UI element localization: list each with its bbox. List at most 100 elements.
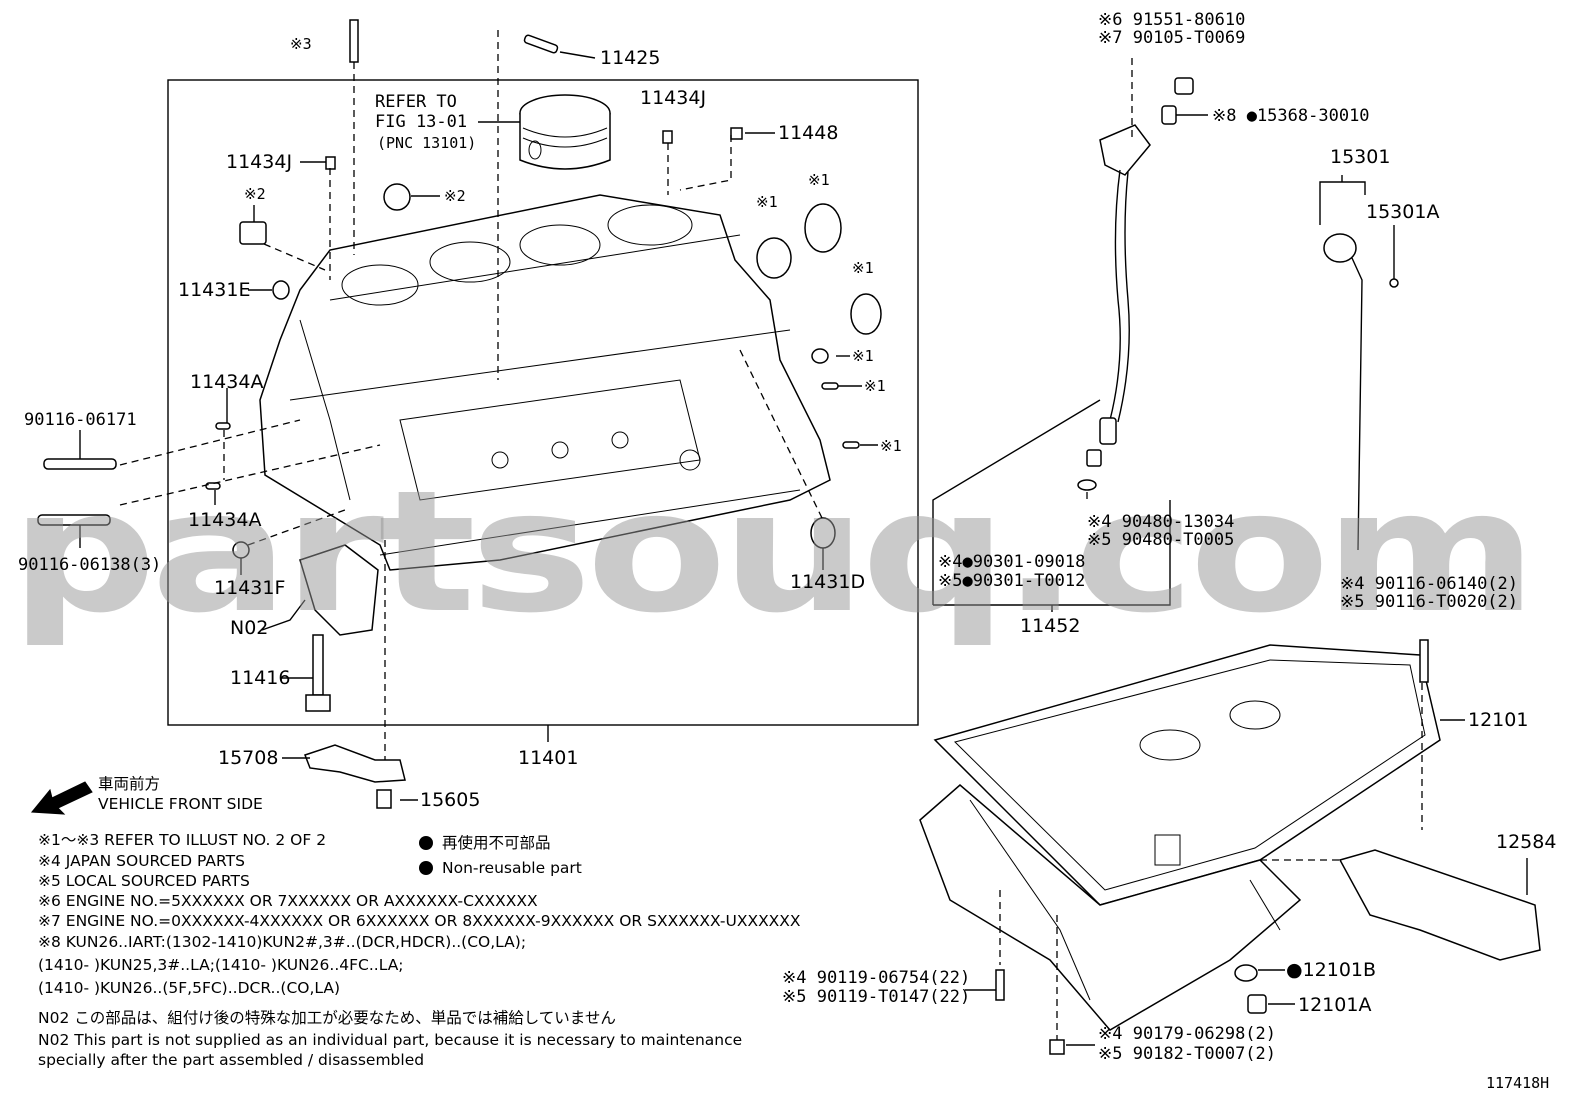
callout-90119-T0147[interactable]: ※5 90119-T0147(22) [782, 987, 971, 1007]
plug-1c [850, 293, 882, 335]
leader-lines [79, 51, 1528, 1046]
callout-90116-06171[interactable]: 90116-06171 [24, 410, 137, 430]
callout-90480-13034[interactable]: ※4 90480-13034 [1087, 512, 1235, 532]
note-line: ※4 JAPAN SOURCED PARTS [38, 852, 245, 870]
dipstick [1323, 233, 1399, 551]
callout-90480-T0005[interactable]: ※5 90480-T0005 [1087, 530, 1235, 550]
callout-15301A[interactable]: 15301A [1366, 201, 1440, 223]
callout-90119-06754[interactable]: ※4 90119-06754(22) [782, 968, 971, 988]
vehicle-front-arrow [30, 781, 93, 815]
pin-11434J-left [325, 156, 336, 170]
bolt-15605 [376, 789, 392, 809]
callout-11431D[interactable]: 11431D [790, 571, 866, 593]
bolt-91551 [1174, 77, 1194, 95]
ref-mark-1c: ※1 [852, 259, 874, 277]
plug-1d [811, 348, 829, 364]
pin-11434J-top [662, 130, 673, 144]
stud-11425 [523, 34, 559, 54]
callout-15301[interactable]: 15301 [1330, 146, 1391, 168]
pin-11434A-top [215, 422, 231, 430]
callout-11434J-left[interactable]: 11434J [226, 151, 293, 173]
dipstick-guide [1099, 124, 1151, 445]
callout-90301-09018[interactable]: ※4●90301-09018 [938, 552, 1086, 572]
callout-11401[interactable]: 11401 [518, 747, 579, 769]
callout-12101B[interactable]: ●12101B [1286, 959, 1377, 981]
ring-11431F [232, 541, 250, 559]
engine-block-frame [167, 79, 919, 726]
note-line: N02 この部品は、組付け後の特殊な加工が必要なため、単品では補給していません [38, 1009, 616, 1027]
plug-1b [804, 203, 842, 253]
callout-11425[interactable]: 11425 [600, 47, 661, 69]
piston-illustration [519, 94, 611, 170]
callout-91551-80610[interactable]: ※6 91551-80610 [1098, 10, 1246, 30]
oring-90301 [1077, 479, 1097, 491]
callout-90179-06298[interactable]: ※4 90179-06298(2) [1098, 1024, 1277, 1044]
sensor-part [239, 221, 267, 245]
ref-mark-1f: ※1 [880, 437, 902, 455]
callout-90105-T0069[interactable]: ※7 90105-T0069 [1098, 28, 1246, 48]
callout-11431E[interactable]: 11431E [178, 279, 251, 301]
callout-90301-T0012[interactable]: ※5●90301-T0012 [938, 571, 1086, 591]
note-line: ※6 ENGINE NO.=5XXXXXX OR 7XXXXXX OR AXXX… [38, 892, 538, 910]
legend-front-jp: 車両前方 [98, 775, 161, 793]
refer-line-1: REFER TO [375, 92, 457, 112]
seal-11431D [810, 517, 836, 549]
pin-11448 [730, 127, 743, 140]
ref-mark-1d: ※1 [852, 347, 874, 365]
callout-90116-06140[interactable]: ※4 90116-06140(2) [1340, 574, 1519, 594]
stud-90116-06140 [1419, 639, 1429, 683]
ref-mark-2b: ※2 [444, 187, 466, 205]
nut-90179 [1049, 1039, 1065, 1055]
callout-90116-06138[interactable]: 90116-06138(3) [18, 555, 162, 575]
callout-N02[interactable]: N02 [230, 617, 269, 639]
pin-1e [821, 382, 839, 390]
callout-90182-T0007[interactable]: ※5 90182-T0007(2) [1098, 1044, 1277, 1064]
stud-06138 [37, 514, 111, 526]
stud-top-3 [349, 19, 359, 63]
callout-11434A-bot[interactable]: 11434A [188, 509, 262, 531]
bullet-jp [419, 836, 433, 850]
bolt-90119 [995, 969, 1005, 1001]
callout-12584[interactable]: 12584 [1496, 831, 1557, 853]
dashed-guide-lines [119, 30, 1423, 1040]
callout-11434A-top[interactable]: 11434A [190, 371, 264, 393]
leader-11452-right [933, 500, 1171, 606]
bolt-15368 [1161, 105, 1177, 125]
note-line: (1410- )KUN26..(5F,5FC)..DCR..(CO,LA) [38, 979, 341, 997]
callout-11434J-top[interactable]: 11434J [640, 87, 707, 109]
oil-pan-illustration [919, 644, 1441, 1031]
note-line: ※8 KUN26..IART:(1302-1410)KUN2#,3#..(DCR… [38, 933, 527, 951]
oil-jet-15708 [304, 744, 406, 783]
cap-N02 [299, 544, 379, 636]
ref-mark-1b: ※1 [808, 171, 830, 189]
callout-15368-30010[interactable]: ※8 ●15368-30010 [1212, 106, 1370, 126]
plug-12101A [1247, 994, 1267, 1014]
gasket-12101B [1234, 964, 1258, 982]
plug-part [383, 183, 411, 211]
pin-11434A-bot [205, 482, 221, 490]
note-line: N02 This part is not supplied as an indi… [38, 1031, 743, 1049]
bolt-11416 [312, 634, 324, 696]
legend-nonreuse-jp: 再使用不可部品 [442, 834, 551, 852]
engine-block-illustration [259, 194, 831, 571]
callout-15605[interactable]: 15605 [420, 789, 481, 811]
refer-line-3: (PNC 13101) [377, 134, 477, 152]
bullet-en [419, 861, 433, 875]
refer-line-2: FIG 13-01 [375, 112, 468, 132]
leader-11452-left [932, 399, 1101, 605]
note-line: ※5 LOCAL SOURCED PARTS [38, 872, 250, 890]
baffle-12584 [1338, 849, 1541, 961]
callout-15708[interactable]: 15708 [218, 747, 279, 769]
callout-12101[interactable]: 12101 [1468, 709, 1529, 731]
pin-1f [842, 441, 860, 449]
callout-11452[interactable]: 11452 [1020, 615, 1081, 637]
callout-11416[interactable]: 11416 [230, 667, 291, 689]
callout-11431F[interactable]: 11431F [214, 577, 286, 599]
callout-12101A[interactable]: 12101A [1298, 994, 1372, 1016]
callout-90116-T0020[interactable]: ※5 90116-T0020(2) [1340, 592, 1519, 612]
note-line: (1410- )KUN25,3#..LA;(1410- )KUN26..4FC.… [38, 956, 404, 974]
callout-11448[interactable]: 11448 [778, 122, 839, 144]
legend-nonreuse-en: Non-reusable part [442, 859, 582, 877]
